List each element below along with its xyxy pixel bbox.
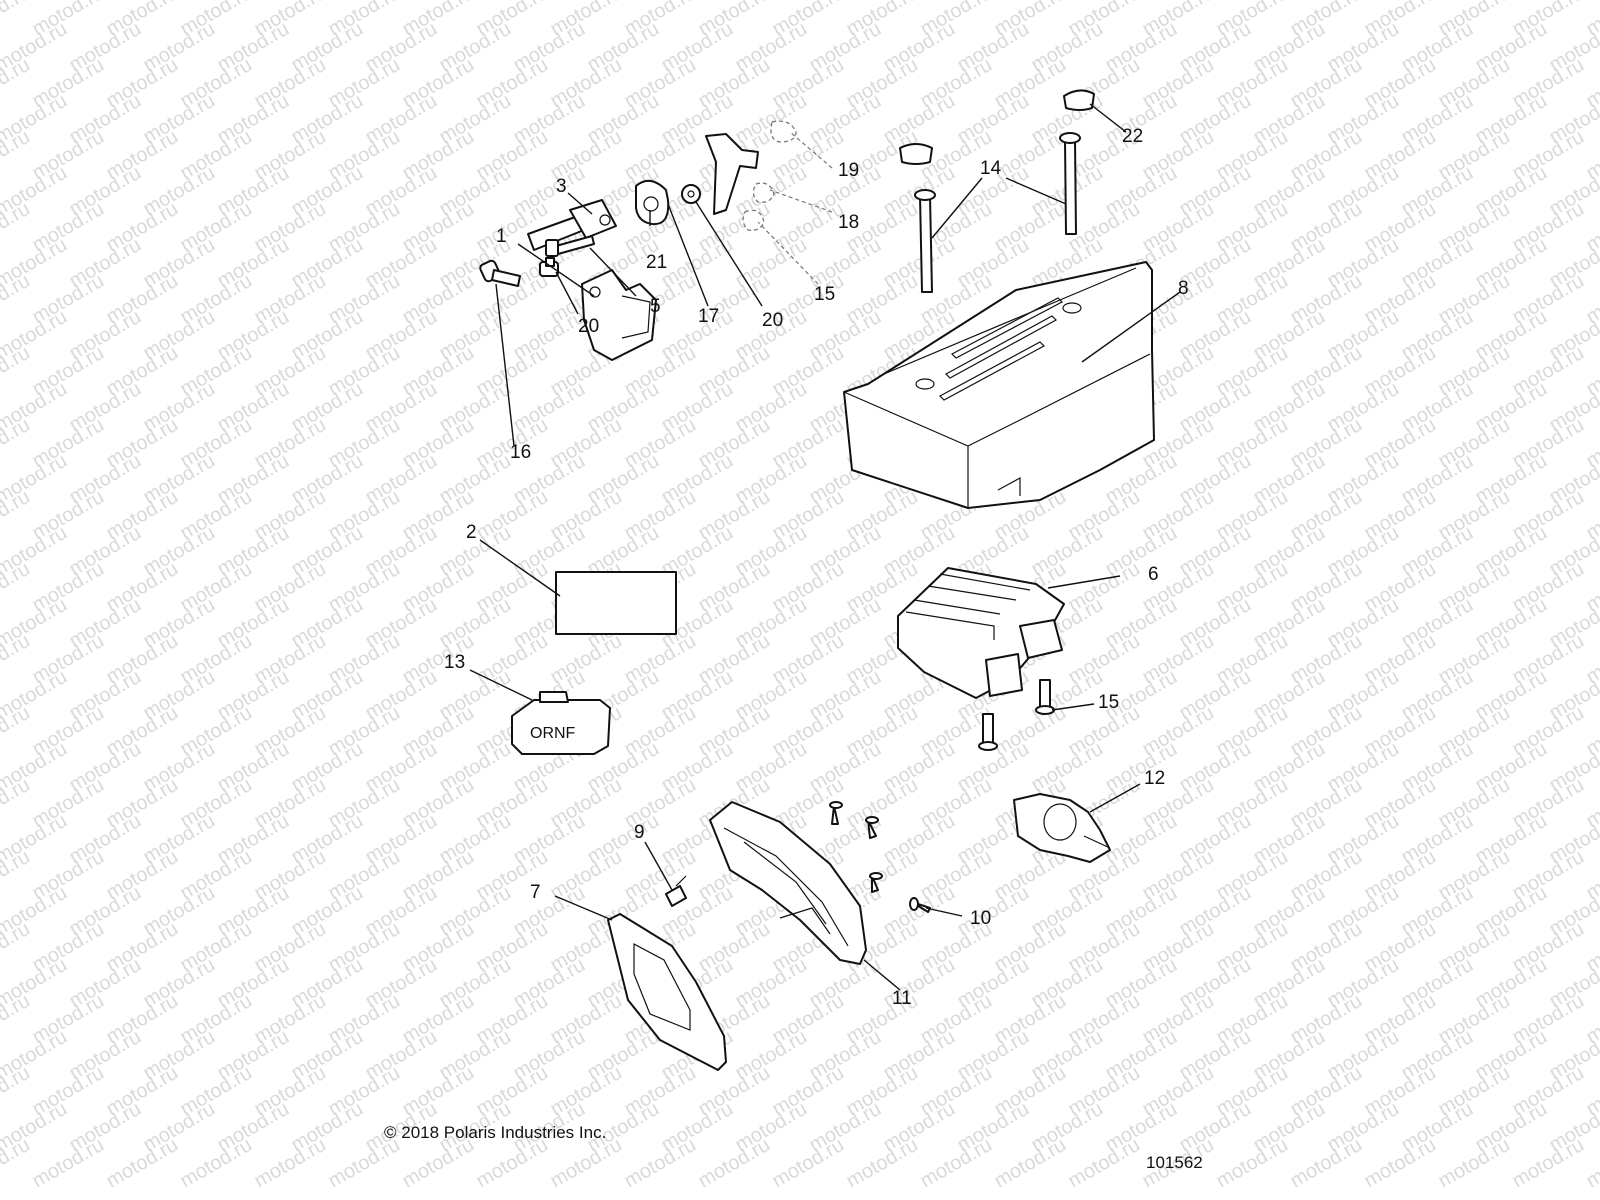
callout-13: 13 — [444, 652, 465, 673]
gear-indicator-label: ORNF — [530, 725, 576, 742]
part-7-bracket — [607, 913, 727, 1071]
part-1-sensor — [581, 269, 657, 361]
callout-22: 22 — [1122, 126, 1143, 147]
callout-11: 11 — [892, 988, 912, 1009]
part-20-washer — [681, 184, 701, 204]
part-11-ecu — [709, 801, 867, 965]
part-3-sensor — [527, 199, 617, 251]
part-9-fastener — [665, 875, 687, 907]
part-8-cover — [843, 261, 1155, 509]
callout-8: 8 — [1178, 278, 1189, 299]
callout-2: 2 — [466, 522, 477, 543]
part-5-bolt — [545, 235, 595, 257]
callout-5: 5 — [650, 296, 661, 317]
part-22-plug — [1063, 89, 1095, 111]
callout-17: 17 — [698, 306, 719, 327]
part-10-screws — [829, 801, 931, 913]
callout-16: 16 — [510, 442, 531, 463]
part-16-bolt — [479, 259, 521, 287]
part-13-gear-indicator: ORNF — [511, 691, 611, 755]
callout-18: 18 — [838, 212, 859, 233]
callout-7: 7 — [530, 882, 541, 903]
watermark-text: motod.ru — [1583, 1134, 1600, 1193]
part-cap — [899, 143, 933, 165]
callout-20a: 20 — [578, 316, 599, 337]
part-20-nut — [539, 257, 559, 277]
copyright-notice: © 2018 Polaris Industries Inc. — [384, 1123, 606, 1142]
callout-19: 19 — [838, 160, 859, 181]
callout-21: 21 — [646, 252, 667, 273]
callout-6: 6 — [1148, 564, 1159, 585]
part-12-switch — [1013, 793, 1111, 863]
callout-12: 12 — [1144, 768, 1165, 789]
part-21-gasket — [635, 179, 670, 226]
callout-9: 9 — [634, 822, 645, 843]
callout-3: 3 — [556, 176, 567, 197]
callout-1: 1 — [496, 226, 507, 247]
part-6-regulator — [897, 567, 1065, 699]
callout-20b: 20 — [762, 310, 783, 331]
leader-lines — [469, 103, 1181, 991]
callout-15b: 15 — [1098, 692, 1119, 713]
callout-14: 14 — [980, 158, 1002, 179]
part-bracket — [705, 120, 797, 231]
part-14-bolts — [914, 132, 1081, 293]
callout-10: 10 — [970, 908, 991, 929]
part-2-label — [555, 571, 677, 635]
diagram-id: 101562 — [1146, 1153, 1203, 1172]
callout-labels: 3 21 17 5 20 20 19 18 15 22 14 8 1 16 2 … — [444, 126, 1189, 1009]
callout-15a: 15 — [814, 284, 835, 305]
